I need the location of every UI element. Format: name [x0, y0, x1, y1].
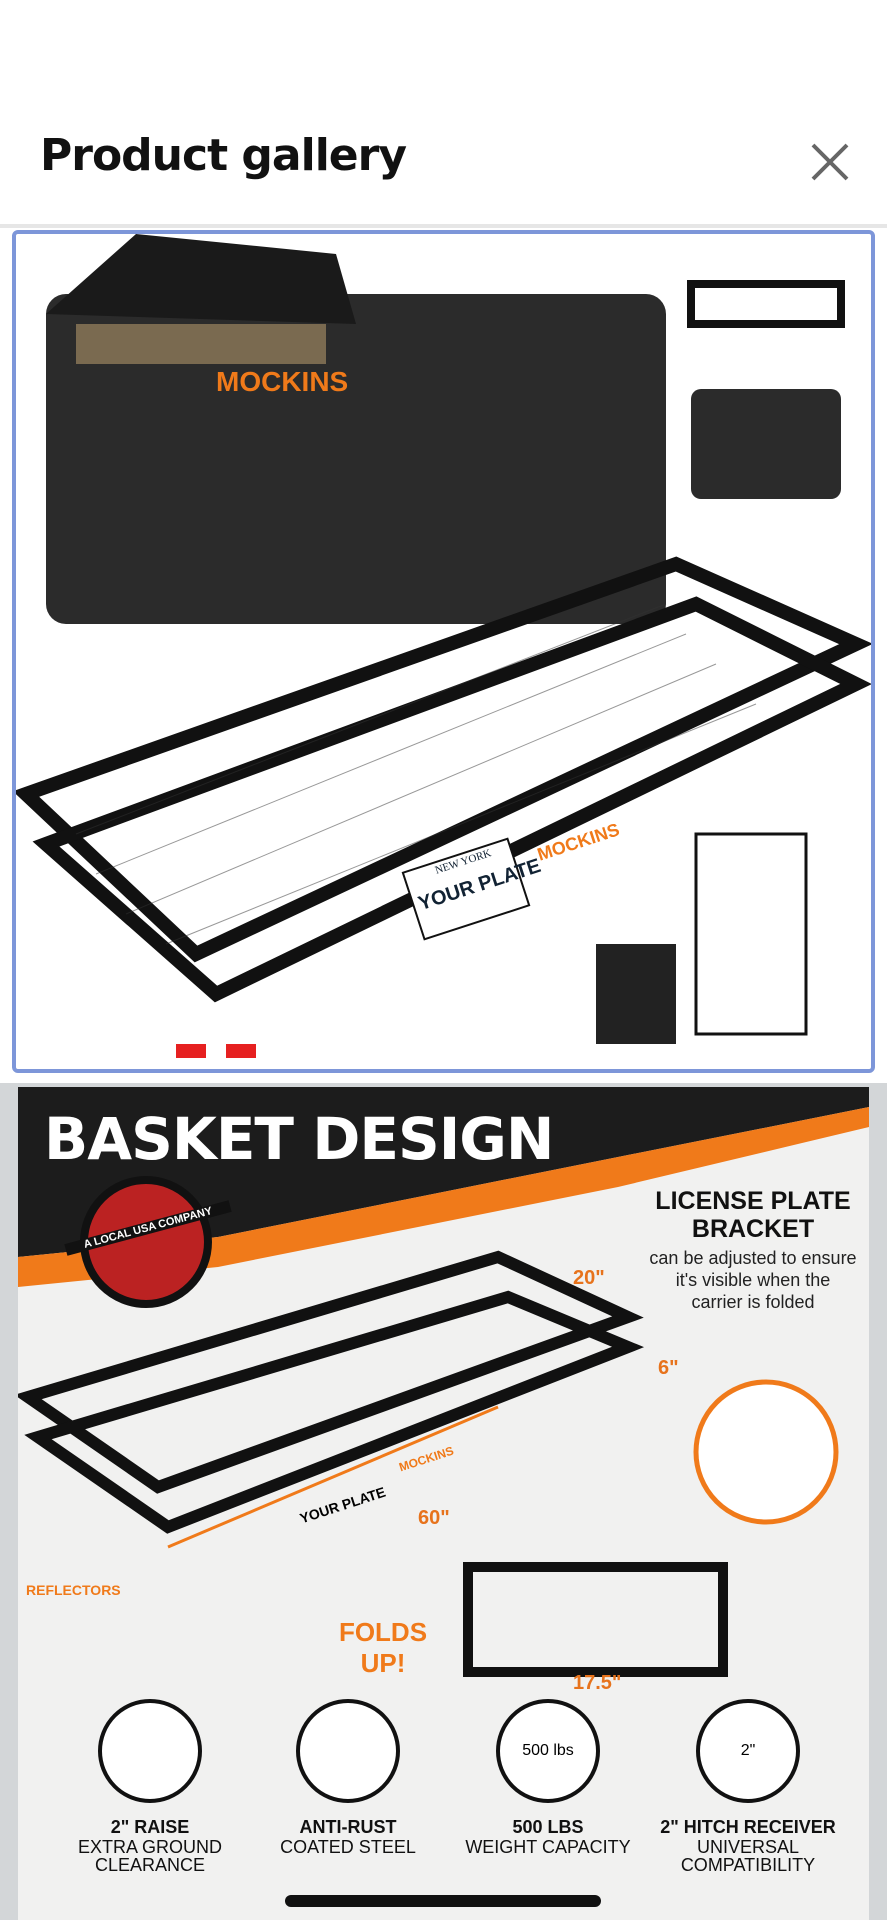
ground-clearance-icon [98, 1699, 202, 1803]
feature-weight: 500 lbs 500 LBS WEIGHT CAPACITY [448, 1699, 648, 1856]
folds-up-label: FOLDS UP! [338, 1617, 428, 1678]
close-icon[interactable] [805, 137, 855, 187]
feature-title: 2" HITCH RECEIVER [660, 1817, 836, 1837]
dim-width: 20" [573, 1267, 605, 1289]
reflectors-label: REFLECTORS [26, 1582, 121, 1598]
cargo-carrier-photo [16, 234, 871, 1058]
feature-anti-rust: ANTI-RUST COATED STEEL [248, 1699, 448, 1856]
poster-headline: BASKET DESIGN [44, 1105, 554, 1173]
feature-title: 2" RAISE [110, 1817, 190, 1837]
basket-design-poster: BASKET DESIGN A LOCAL USA COMPANY LICENS… [18, 1087, 869, 1920]
license-desc: can be adjusted to ensure it's visible w… [649, 1248, 857, 1312]
weight-icon: 500 lbs [496, 1699, 600, 1803]
feature-ground-clearance: 2" RAISE EXTRA GROUND CLEARANCE [50, 1699, 250, 1874]
dim-height: 6" [658, 1357, 679, 1379]
feature-desc: EXTRA GROUND CLEARANCE [77, 1837, 223, 1875]
feature-title: 500 LBS [512, 1817, 584, 1837]
feature-hitch: 2" 2" HITCH RECEIVER UNIVERSAL COMPATIBI… [648, 1699, 848, 1874]
dim-length: 60" [418, 1507, 450, 1529]
gallery-image-2[interactable]: BASKET DESIGN A LOCAL USA COMPANY LICENS… [0, 1083, 887, 1920]
water-drops-icon [296, 1699, 400, 1803]
feature-title: ANTI-RUST [299, 1817, 397, 1837]
home-indicator[interactable] [285, 1895, 601, 1907]
gallery-image-1[interactable]: MOCKINS MOCKINS NEW YORK YOUR PLATE [12, 230, 875, 1073]
license-plate-callout: LICENSE PLATE BRACKET can be adjusted to… [648, 1187, 858, 1313]
hitch-receiver-icon: 2" [696, 1699, 800, 1803]
feature-desc: UNIVERSAL COMPATIBILITY [680, 1837, 816, 1875]
dim-folded: 17.5" [573, 1672, 622, 1694]
page-title: Product gallery [40, 130, 407, 181]
feature-desc: WEIGHT CAPACITY [465, 1837, 631, 1857]
feature-desc: COATED STEEL [280, 1837, 416, 1857]
brand-logo: MOCKINS [216, 366, 349, 397]
gallery-header: Product gallery [0, 0, 887, 228]
poster-graphics [18, 1087, 869, 1677]
license-title: LICENSE PLATE BRACKET [655, 1187, 851, 1243]
